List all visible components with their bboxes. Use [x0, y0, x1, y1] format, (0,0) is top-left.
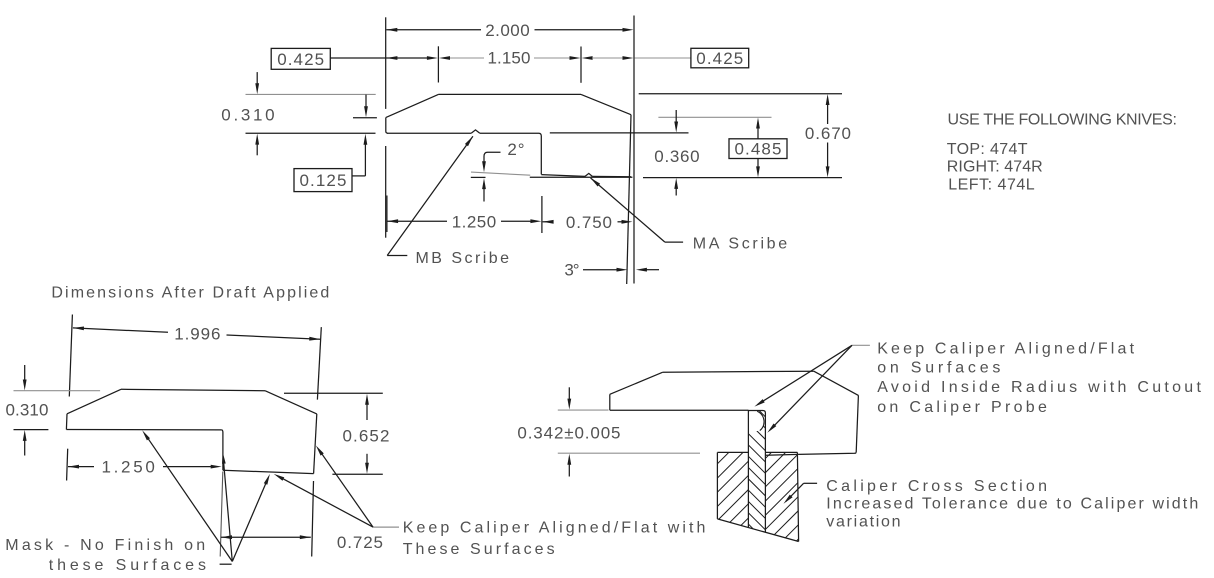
svg-text:0.310: 0.310 — [221, 106, 277, 125]
svg-text:Increased Tolerance due to Cal: Increased Tolerance due to Caliper width — [826, 495, 1200, 512]
svg-text:0.670: 0.670 — [805, 124, 852, 143]
svg-text:Keep Caliper Aligned/Flat: Keep Caliper Aligned/Flat — [877, 341, 1137, 358]
svg-text:0.750: 0.750 — [566, 213, 613, 232]
svg-text:1.996: 1.996 — [174, 325, 221, 344]
svg-text:0.125: 0.125 — [300, 171, 348, 190]
svg-text:3°: 3° — [564, 261, 578, 280]
svg-text:RIGHT: 474R: RIGHT: 474R — [947, 158, 1043, 175]
svg-text:Dimensions After Draft Applied: Dimensions After Draft Applied — [51, 284, 331, 301]
svg-text:Avoid Inside Radius with Cutou: Avoid Inside Radius with Cutout — [877, 379, 1204, 396]
svg-text:0.342±0.005: 0.342±0.005 — [517, 424, 621, 443]
svg-text:2.000: 2.000 — [485, 21, 530, 40]
svg-text:0.485: 0.485 — [735, 140, 783, 159]
svg-text:LEFT: 474L: LEFT: 474L — [948, 176, 1035, 193]
svg-text:Mask - No Finish on: Mask - No Finish on — [5, 537, 208, 554]
svg-text:Caliper Cross Section: Caliper Cross Section — [826, 478, 1050, 495]
svg-text:MA Scribe: MA Scribe — [693, 235, 790, 252]
svg-text:TOP: 474T: TOP: 474T — [947, 141, 1028, 158]
svg-text:Keep Caliper Aligned/Flat with: Keep Caliper Aligned/Flat with — [403, 519, 709, 536]
svg-text:variation: variation — [826, 514, 902, 531]
svg-text:these Surfaces: these Surfaces — [49, 557, 210, 574]
svg-text:0.425: 0.425 — [277, 50, 325, 69]
svg-text:USE THE FOLLOWING KNIVES:: USE THE FOLLOWING KNIVES: — [948, 112, 1177, 129]
svg-text:2°: 2° — [507, 140, 525, 159]
svg-text:0.360: 0.360 — [654, 147, 700, 166]
svg-text:0.652: 0.652 — [343, 426, 391, 445]
svg-text:0.310: 0.310 — [6, 401, 49, 420]
svg-text:on Caliper Probe: on Caliper Probe — [877, 399, 1050, 416]
svg-text:1.250: 1.250 — [452, 212, 497, 231]
svg-text:0.425: 0.425 — [696, 49, 744, 68]
svg-text:1.250: 1.250 — [102, 458, 158, 477]
svg-text:These Surfaces: These Surfaces — [403, 541, 558, 558]
svg-text:MB Scribe: MB Scribe — [416, 250, 512, 267]
svg-text:1.150: 1.150 — [488, 49, 531, 68]
svg-text:on Surfaces: on Surfaces — [877, 360, 1004, 377]
svg-text:0.725: 0.725 — [337, 533, 384, 552]
